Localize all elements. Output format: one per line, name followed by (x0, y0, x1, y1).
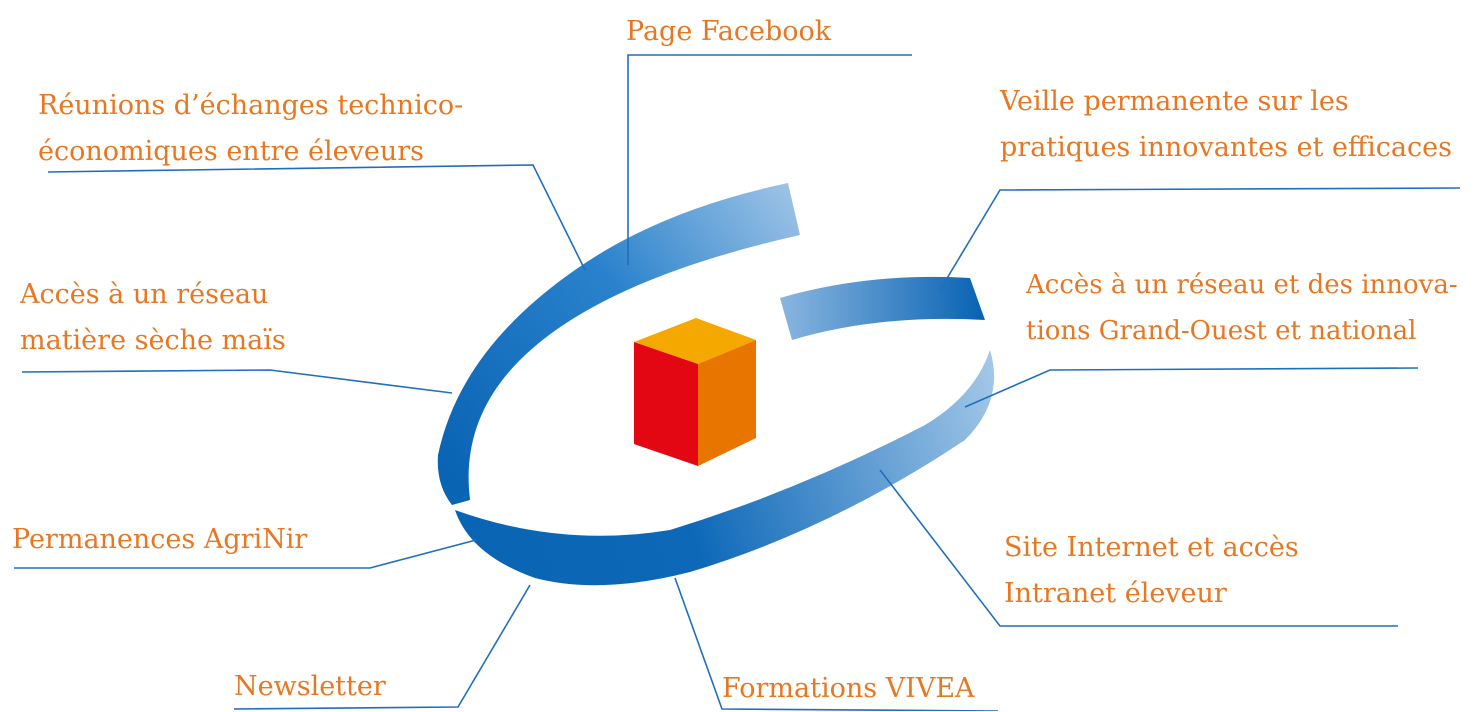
label-line: Permanences AgriNir (12, 524, 308, 555)
leader-line-newsletter (233, 584, 531, 710)
label-line: matière sèche maïs (20, 325, 286, 356)
cube-top-face (634, 318, 756, 364)
label-line: Réunions d’échanges technico- (38, 90, 464, 121)
label-line: Formations VIVEA (722, 673, 975, 704)
leader-line-reseau-mais (21, 369, 453, 394)
leader-line-site-internet (879, 469, 1398, 627)
label-line: Intranet éleveur (1004, 578, 1227, 609)
leader-line-veille (939, 187, 1461, 291)
leader-line-formations (674, 577, 999, 711)
leader-line-permanences (14, 539, 477, 569)
cube-left-face (634, 342, 698, 466)
label-line: Newsletter (234, 671, 386, 702)
cube-right-face (698, 340, 756, 466)
label-line: pratiques innovantes et efficaces (1000, 132, 1452, 163)
label-line: Accès à un réseau et des innova- (1026, 270, 1458, 300)
label-newsletter: Newsletter (234, 664, 386, 710)
label-line: Page Facebook (626, 16, 832, 47)
label-line: tions Grand-Ouest et national (1026, 316, 1417, 346)
leader-line-reseau-innovations (964, 367, 1419, 408)
leader-lines (14, 54, 1461, 711)
leader-line-reunions (47, 164, 586, 271)
right-ribbon (780, 276, 985, 340)
label-permanences: Permanences AgriNir (12, 517, 307, 563)
label-reseau-innovations: Accès à un réseau et des innova- tions G… (1026, 262, 1458, 354)
label-page-facebook: Page Facebook (626, 9, 831, 55)
label-site-internet: Site Internet et accès Intranet éleveur (1004, 525, 1299, 617)
label-reseau-mais: Accès à un réseau matière sèche maïs (20, 272, 286, 364)
label-reunions: Réunions d’échanges technico- économique… (38, 83, 463, 175)
top-ribbon (437, 183, 800, 505)
label-veille: Veille permanente sur les pratiques inno… (1000, 79, 1452, 171)
label-formations: Formations VIVEA (722, 666, 975, 712)
label-line: Site Internet et accès (1004, 532, 1299, 563)
bottom-ribbon (455, 350, 995, 586)
leader-line-page-facebook (627, 54, 912, 265)
label-line: économiques entre éleveurs (38, 136, 424, 167)
label-line: Accès à un réseau (20, 279, 269, 310)
cube-icon (634, 318, 756, 466)
ribbon-swirl-icon (437, 183, 995, 586)
label-line: Veille permanente sur les (1000, 86, 1349, 117)
